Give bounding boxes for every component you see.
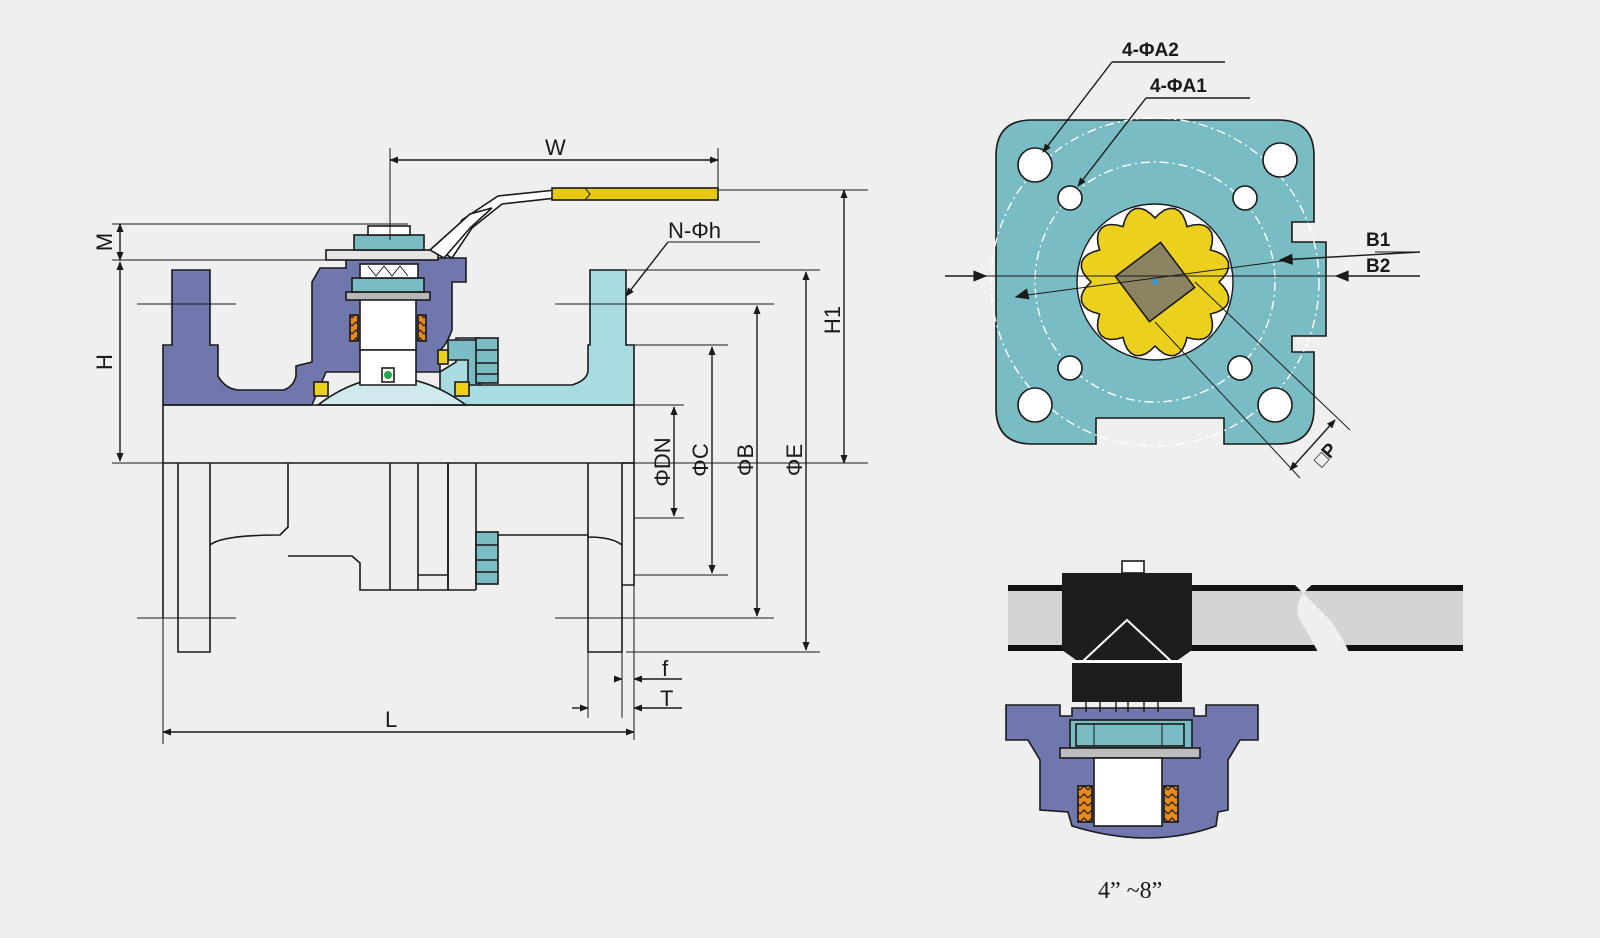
front-labels: W N-Φh M H H1 ΦDN ΦC ΦB ΦE f T L	[92, 135, 845, 732]
label-a2: 4-ΦA2	[1122, 40, 1179, 61]
label-t: T	[660, 686, 673, 711]
front-section-view: W N-Φh M H H1 ΦDN ΦC ΦB ΦE f T L	[92, 135, 868, 744]
label-phi-b: ΦB	[733, 444, 758, 476]
label-n-phi-h: N-Φh	[668, 218, 721, 243]
label-phi-e: ΦE	[782, 444, 807, 476]
label-a1: 4-ΦA1	[1150, 76, 1207, 97]
label-w: W	[545, 135, 566, 160]
label-phi-dn: ΦDN	[650, 437, 675, 486]
label-b1: B1	[1366, 230, 1391, 251]
label-h1: H1	[820, 306, 845, 334]
detail-view: 4” ~8”	[1005, 560, 1463, 904]
label-b2: B2	[1366, 256, 1390, 277]
label-m: M	[92, 233, 117, 251]
label-f: f	[662, 656, 669, 681]
front-dimensions	[112, 148, 868, 744]
body-section	[137, 187, 719, 619]
lower-body-outline	[162, 462, 635, 653]
label-h: H	[92, 354, 117, 370]
top-mounting-pad-view: 4-ΦA2 4-ΦA1 B1 B2 □P	[945, 40, 1421, 479]
label-p: □P	[1310, 439, 1342, 471]
label-l: L	[385, 707, 397, 732]
detail-caption: 4” ~8”	[1098, 878, 1162, 904]
label-phi-c: ΦC	[688, 443, 713, 477]
